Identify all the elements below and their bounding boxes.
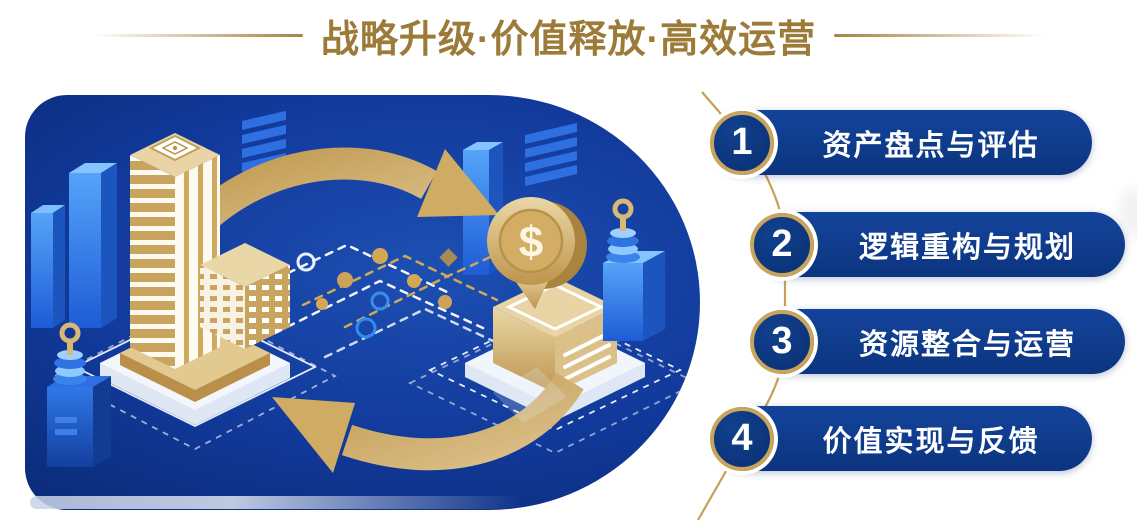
network-dashed-links bbox=[248, 243, 519, 359]
decor-slats-right-icon bbox=[525, 122, 577, 186]
step-number-badge: 2 bbox=[750, 212, 814, 277]
blue-pillar-far-left bbox=[31, 205, 65, 328]
step-label: 资产盘点与评估 bbox=[822, 129, 1040, 162]
step-item-2: 2 逻辑重构与规划 bbox=[750, 212, 1125, 277]
small-gold-building-icon bbox=[200, 243, 290, 349]
title-rule-left bbox=[90, 34, 303, 37]
step-label: 价值实现与反馈 bbox=[822, 425, 1040, 458]
header: 战略升级·价值释放·高效运营 bbox=[0, 8, 1137, 63]
title-rule-right bbox=[834, 34, 1047, 37]
cycle-arrow-bottom-icon bbox=[272, 367, 584, 473]
location-beacon-left-icon bbox=[47, 322, 111, 467]
step-list: 1 资产盘点与评估 2 逻辑重构与规划 3 资源整合与运营 4 价值实现与反馈 bbox=[690, 90, 1137, 522]
step-item-4: 4 价值实现与反馈 bbox=[710, 406, 1092, 471]
step-number-badge: 4 bbox=[710, 406, 774, 471]
dollar-coin-icon: $ bbox=[487, 197, 587, 309]
step-number-badge: 3 bbox=[750, 309, 814, 374]
step-item-3: 3 资源整合与运营 bbox=[750, 309, 1125, 374]
isometric-scene: $ bbox=[31, 110, 700, 473]
step-label: 逻辑重构与规划 bbox=[858, 231, 1076, 264]
floor-reflection bbox=[30, 496, 610, 509]
step-label: 资源整合与运营 bbox=[858, 328, 1076, 361]
cycle-arrow-top-icon bbox=[181, 147, 499, 241]
page-title: 战略升级·价值释放·高效运营 bbox=[320, 19, 817, 61]
gold-skyscraper-icon bbox=[130, 133, 220, 369]
illustration-panel: $ bbox=[25, 95, 700, 510]
location-beacon-right-icon bbox=[603, 198, 665, 341]
step-number-badge: 1 bbox=[710, 110, 774, 175]
edge-artifact bbox=[1119, 188, 1137, 238]
step-item-1: 1 资产盘点与评估 bbox=[710, 110, 1092, 175]
decor-slats-left-icon bbox=[242, 110, 286, 172]
dollar-sign-glyph: $ bbox=[519, 218, 543, 267]
asset-platform-right bbox=[407, 277, 700, 455]
blue-pillar-left-tall bbox=[69, 163, 117, 328]
